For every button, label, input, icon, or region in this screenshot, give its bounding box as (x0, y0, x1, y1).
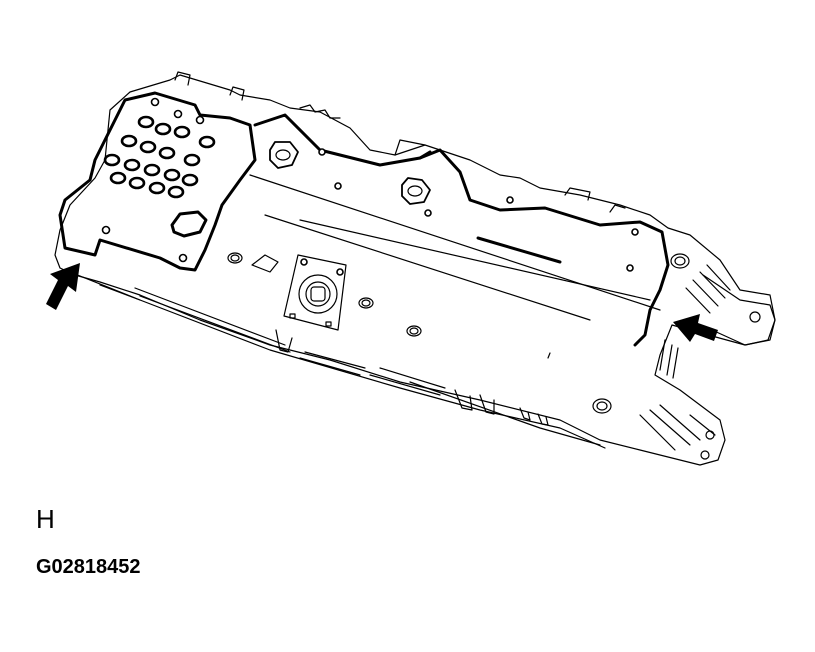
meter-assembly-illustration (46, 71, 776, 466)
center-connector (283, 254, 347, 331)
figure-code: G02818452 (36, 556, 141, 578)
view-label: H (36, 504, 55, 534)
button-grid (101, 97, 216, 263)
top-connectors (174, 71, 626, 213)
housing-outline (54, 74, 776, 466)
mounting-bosses (269, 141, 639, 272)
right-arrow-icon (673, 314, 718, 342)
circuit-plate (58, 91, 670, 347)
left-arrow-icon (46, 263, 80, 310)
right-brackets (639, 264, 776, 460)
lower-bosses (227, 252, 690, 414)
body-ridges (249, 174, 661, 321)
